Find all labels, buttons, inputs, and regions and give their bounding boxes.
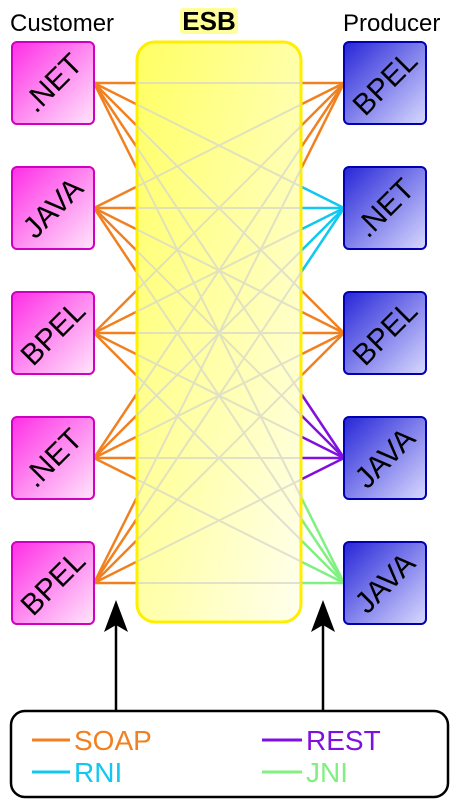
mesh-line <box>136 478 302 563</box>
producer-link-soap <box>300 289 345 334</box>
legend-jni-label: JNI <box>306 757 348 788</box>
customer-link-soap <box>92 517 139 584</box>
producer-link-soap <box>300 331 345 356</box>
producer-link-rni <box>300 185 345 210</box>
producer-link-rni <box>299 207 346 274</box>
customer-link-soap <box>92 82 139 149</box>
producer-link-rest <box>299 392 346 459</box>
producer-link-jni <box>299 496 346 584</box>
producer-link-soap <box>300 82 345 127</box>
producer-link-soap <box>299 82 346 170</box>
customer-link-soap <box>92 207 139 274</box>
producer-link-rest <box>300 414 345 459</box>
producer-box-1: BPEL <box>343 41 427 125</box>
customer-link-soap <box>93 81 138 106</box>
customer-box-2: JAVA <box>11 166 95 250</box>
producer-title: Producer <box>343 10 440 37</box>
producer-box-4: JAVA <box>343 416 427 500</box>
customer-link-soap <box>93 185 138 210</box>
customer-title: Customer <box>10 10 114 37</box>
customer-link-soap <box>93 310 138 335</box>
producer-link-jni <box>299 517 346 584</box>
customer-link-soap <box>92 496 139 584</box>
customer-link-soap <box>93 82 138 127</box>
customer-box-1: .NET <box>11 41 95 125</box>
producer-link-rest <box>300 456 345 481</box>
mesh-line <box>136 125 302 291</box>
customer-link-soap <box>93 332 138 377</box>
customer-link-soap <box>93 435 138 460</box>
customer-link-soap <box>93 560 138 585</box>
producer-link-soap <box>300 81 345 106</box>
producer-box-2: .NET <box>343 166 427 250</box>
customer-link-soap <box>93 414 138 459</box>
customer-column: .NET JAVA BPEL .NET BPEL <box>11 41 95 625</box>
customer-box-4: .NET <box>11 416 95 500</box>
mesh-line <box>136 103 302 188</box>
producer-link-jni <box>300 560 345 585</box>
customer-link-soap <box>93 289 138 334</box>
producer-box-5: JAVA <box>343 541 427 625</box>
mesh-line <box>136 146 302 395</box>
legend-rest-label: REST <box>306 725 381 756</box>
mesh-line <box>136 168 302 498</box>
mesh-line <box>136 271 302 520</box>
customer-link-soap <box>93 206 138 231</box>
producer-link-soap <box>299 82 346 149</box>
producer-box-3: BPEL <box>343 291 427 375</box>
producer-link-soap <box>300 332 345 377</box>
customer-link-soap <box>93 207 138 252</box>
producer-link-soap <box>300 310 345 335</box>
arrow-left <box>104 600 128 710</box>
customer-link-soap <box>93 456 138 481</box>
arrow-right <box>311 600 335 710</box>
customer-link-soap <box>93 539 138 584</box>
customer-box-3: BPEL <box>11 291 95 375</box>
legend-rni-label: RNI <box>74 757 122 788</box>
customer-link-soap <box>93 331 138 356</box>
producer-link-rni <box>300 206 345 231</box>
customer-link-soap <box>92 82 139 170</box>
esb-title: ESB <box>182 6 235 36</box>
legend-box <box>9 709 450 799</box>
producer-column: BPEL .NET BPEL JAVA JAVA <box>343 41 427 625</box>
mesh-line <box>136 375 302 541</box>
producer-link-rni <box>300 207 345 252</box>
esb-title-highlight <box>180 8 238 34</box>
customer-box-5: BPEL <box>11 541 95 625</box>
producer-link-rest <box>300 435 345 460</box>
producer-link-jni <box>300 539 345 584</box>
mesh-lines-overlay <box>136 82 302 584</box>
legend-soap-label: SOAP <box>74 725 152 756</box>
protocol-lines <box>92 81 346 585</box>
customer-link-soap <box>92 392 139 459</box>
